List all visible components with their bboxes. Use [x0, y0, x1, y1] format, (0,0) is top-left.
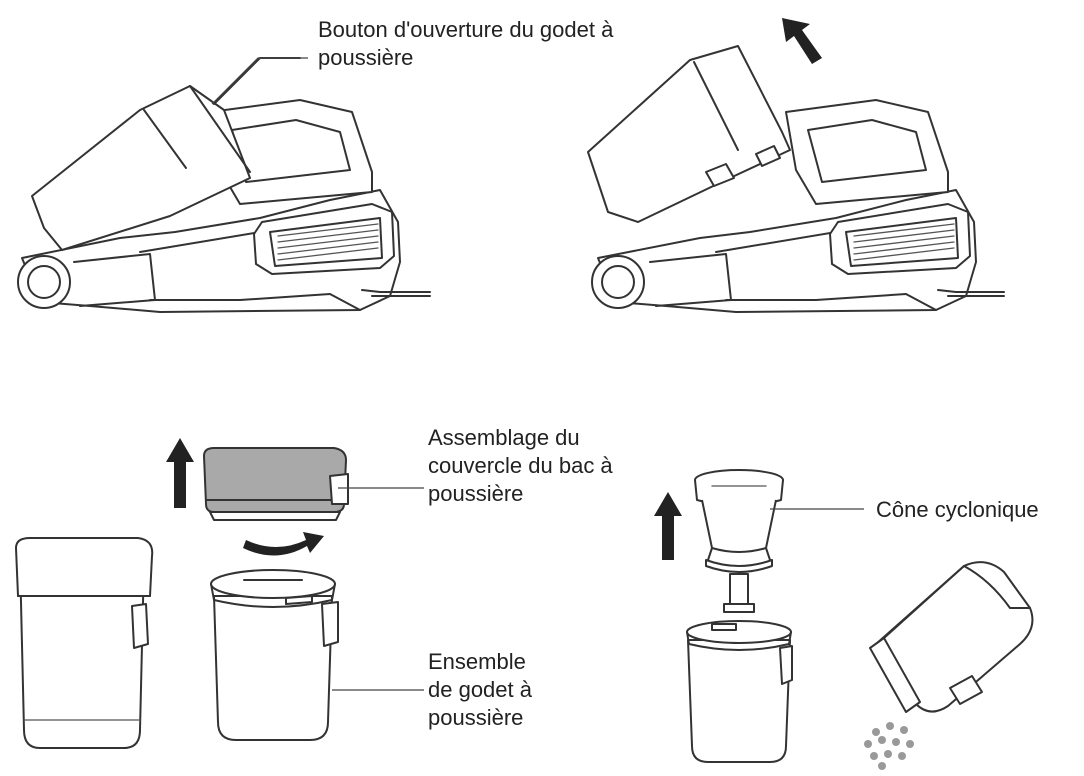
- label-line: Bouton d'ouverture du godet à: [318, 16, 613, 44]
- dust-cup-tilted: [870, 562, 1032, 712]
- dust-particles: [864, 722, 914, 770]
- arrow-up-icon: [654, 492, 682, 560]
- label-line: poussière: [318, 44, 613, 72]
- rotate-arrow-icon: [243, 532, 324, 556]
- arrow-up-icon: [166, 438, 194, 508]
- arrow-up-left-icon: [782, 18, 822, 64]
- label-line: Ensemble: [428, 648, 532, 676]
- label-line: poussière: [428, 704, 532, 732]
- dust-cup-closed: [16, 538, 152, 748]
- label-cyclone-cone: Cône cyclonique: [876, 496, 1039, 524]
- leader-open-button: [212, 58, 308, 104]
- label-cup-assembly: Ensemble de godet à poussière: [428, 648, 532, 732]
- label-open-button: Bouton d'ouverture du godet à poussière: [318, 16, 613, 72]
- label-line: Assemblage du: [428, 424, 613, 452]
- label-line: poussière: [428, 480, 613, 508]
- cyclone-cone: [695, 470, 783, 612]
- label-line: couvercle du bac à: [428, 452, 613, 480]
- vacuum-open: [588, 18, 1004, 312]
- dust-cup-open: [211, 570, 338, 740]
- label-lid-assembly: Assemblage du couvercle du bac à poussiè…: [428, 424, 613, 508]
- label-line: de godet à: [428, 676, 532, 704]
- lid-assembly: [204, 448, 348, 520]
- dust-cup-base: [687, 621, 792, 762]
- vacuum-closed: [18, 58, 430, 312]
- label-line: Cône cyclonique: [876, 496, 1039, 524]
